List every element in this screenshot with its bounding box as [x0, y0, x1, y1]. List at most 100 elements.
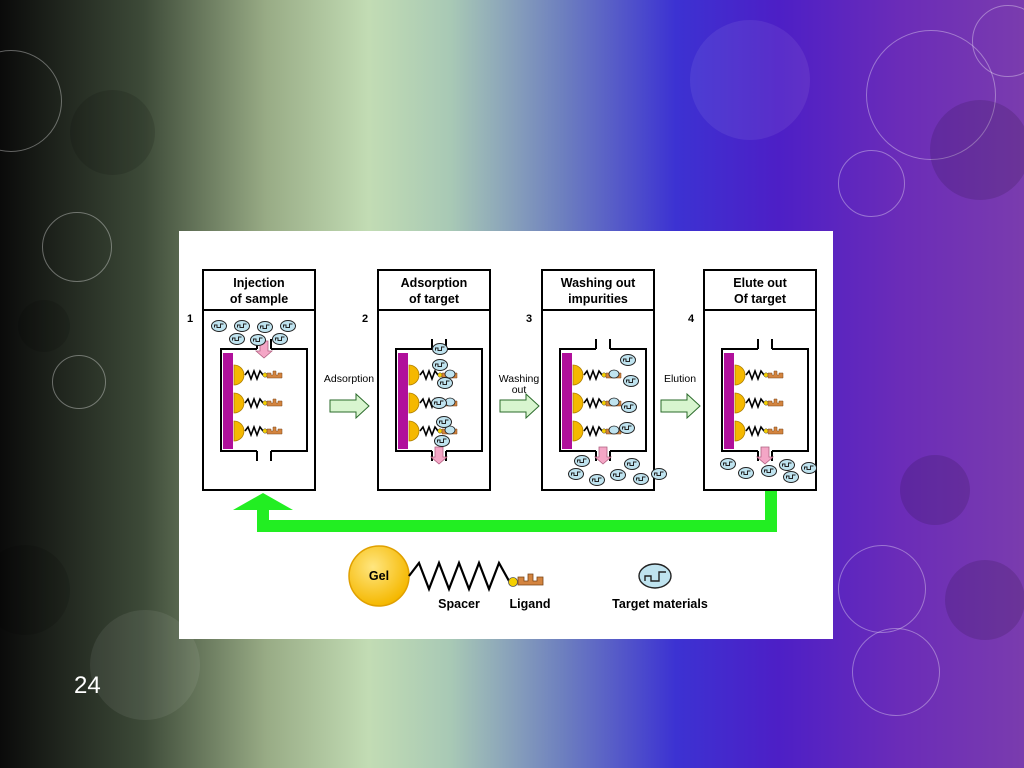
bokeh-blob — [930, 100, 1024, 200]
bokeh-ring — [838, 545, 926, 633]
bokeh-ring — [0, 50, 62, 152]
target-molecule-icon — [257, 321, 273, 333]
gel-bead-icon — [734, 364, 746, 386]
step-number: 1 — [187, 313, 193, 325]
process-arrow-3: Elution — [660, 373, 701, 420]
bound-target-icon — [608, 369, 620, 379]
gel-support-strip — [223, 353, 233, 449]
spacer-icon — [745, 368, 765, 382]
stage-title-line1: Injection — [233, 276, 284, 290]
target-molecule-icon — [779, 459, 795, 471]
stage-title-line2: of sample — [230, 292, 288, 306]
spacer-icon — [244, 424, 264, 438]
right-arrow-icon — [499, 392, 540, 420]
process-arrow-1: Adsorption — [324, 373, 374, 420]
target-molecule-icon — [211, 320, 227, 332]
gel-bead-icon — [408, 392, 420, 414]
stage-title-line2: Of target — [734, 292, 787, 306]
bound-target-icon — [608, 425, 620, 435]
gel-support-strip — [724, 353, 734, 449]
target-material-icon — [638, 563, 672, 589]
target-molecule-icon — [280, 320, 296, 332]
target-molecule-icon — [436, 416, 452, 428]
flow-direction-icon — [755, 446, 775, 465]
ligand-joint-icon — [508, 577, 518, 587]
target-molecule-icon — [229, 333, 245, 345]
stage-title-line2: of target — [409, 292, 460, 306]
target-molecule-icon — [621, 401, 637, 413]
process-arrow-label: Adsorption — [324, 373, 374, 385]
target-molecule-icon — [434, 435, 450, 447]
process-arrow-label: Washing — [499, 373, 540, 385]
spacer-icon — [244, 396, 264, 410]
target-molecule-icon — [610, 469, 626, 481]
process-arrow-label-line2: out — [512, 384, 527, 396]
spacer-icon — [244, 368, 264, 382]
target-molecule-icon — [272, 333, 288, 345]
target-molecule-icon — [234, 320, 250, 332]
ligand-icon — [517, 573, 544, 586]
right-arrow-icon — [660, 392, 701, 420]
spacer-icon — [583, 424, 603, 438]
gel-bead-icon — [734, 392, 746, 414]
target-molecule-icon — [619, 422, 635, 434]
target-molecule-icon — [624, 458, 640, 470]
ligand-icon — [266, 370, 283, 379]
flow-direction-icon — [429, 446, 449, 465]
bokeh-blob — [690, 20, 810, 140]
gel-bead-icon — [572, 420, 584, 442]
stage-title-line2: impurities — [568, 292, 628, 306]
step-number: 4 — [688, 313, 695, 325]
target-molecule-icon — [720, 458, 736, 470]
step-number: 2 — [362, 313, 368, 325]
stage-column-2: Adsorption of target 2 — [362, 269, 491, 491]
bokeh-ring — [42, 212, 112, 282]
bokeh-blob — [18, 300, 70, 352]
target-molecule-icon — [651, 468, 667, 480]
legend-ligand-label: Ligand — [510, 597, 551, 611]
target-molecule-icon — [437, 377, 453, 389]
spacer-icon — [408, 559, 510, 593]
gel-bead-icon — [572, 364, 584, 386]
spacer-icon — [583, 368, 603, 382]
target-molecule-icon — [620, 354, 636, 366]
gel-bead-icon — [233, 392, 245, 414]
legend: Gel Spacer Ligand Target materials — [348, 545, 708, 611]
target-molecule-icon — [431, 397, 447, 409]
target-molecule-icon — [250, 334, 266, 346]
slide-number: 24 — [74, 672, 101, 699]
target-molecule-icon — [783, 471, 799, 483]
target-molecule-icon — [623, 375, 639, 387]
gel-support-strip — [398, 353, 408, 449]
bokeh-ring — [52, 355, 106, 409]
process-arrow-label: Elution — [664, 373, 696, 385]
recycle-arrow — [233, 490, 777, 532]
bound-target-icon — [608, 397, 620, 407]
target-molecule-icon — [568, 468, 584, 480]
gel-bead-icon — [408, 420, 420, 442]
bokeh-blob — [70, 90, 155, 175]
spacer-icon — [745, 396, 765, 410]
gel-bead-icon — [408, 364, 420, 386]
bokeh-blob — [0, 545, 70, 635]
ligand-icon — [266, 426, 283, 435]
right-arrow-icon — [329, 392, 370, 420]
ligand-icon — [767, 370, 784, 379]
bound-target-icon — [444, 425, 456, 435]
target-molecule-icon — [738, 467, 754, 479]
spacer-icon — [419, 424, 439, 438]
spacer-icon — [583, 396, 603, 410]
ligand-icon — [266, 398, 283, 407]
spacer-icon — [419, 368, 439, 382]
gel-bead-icon — [233, 364, 245, 386]
ligand-icon — [767, 398, 784, 407]
stage-column-1: Injection of sample 1 — [187, 269, 316, 491]
bokeh-ring — [866, 30, 996, 160]
stage-title-line1: Adsorption — [401, 276, 468, 290]
bokeh-ring — [972, 5, 1024, 77]
legend-target-label: Target materials — [612, 597, 708, 611]
